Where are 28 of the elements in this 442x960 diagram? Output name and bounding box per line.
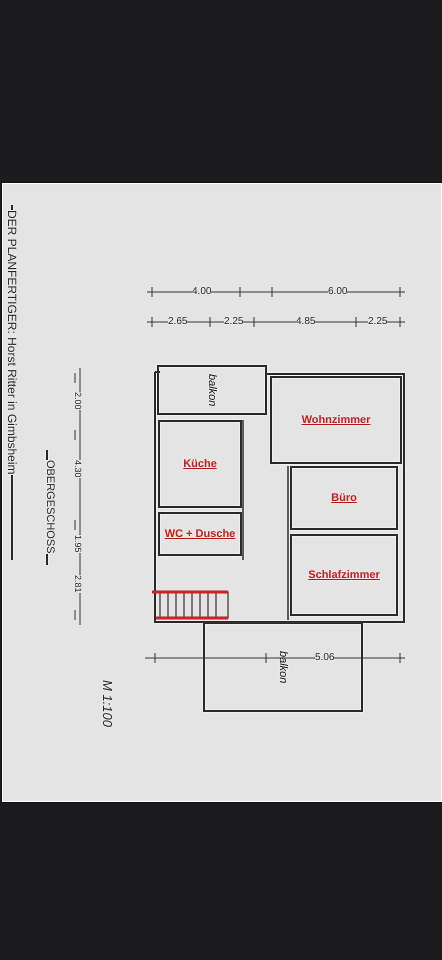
room-outline: [158, 512, 242, 556]
balcony-label: balkon: [277, 650, 289, 684]
dimension-label: 6.00: [328, 286, 348, 297]
scale-note: M 1:100: [100, 680, 115, 727]
dimension-label: 2.65: [168, 316, 188, 327]
dimension-label: 4.30: [73, 460, 83, 478]
room-label: Schlafzimmer: [308, 569, 380, 581]
dimension-label: 2.25: [368, 316, 388, 327]
room-label: Büro: [331, 492, 357, 504]
floor-title: OBERGESCHOSS: [44, 460, 56, 554]
room-outline: [270, 376, 402, 464]
dimension-label: 2.00: [73, 392, 83, 410]
planner-note: DER PLANFERTIGER: Horst Ritter in Gimbsheim: [5, 210, 19, 474]
balcony-outline: [203, 622, 363, 712]
dimension-label: 4.85: [296, 316, 316, 327]
balcony-outline: [157, 365, 267, 415]
balcony-label: balkon: [206, 374, 218, 406]
dimension-label: 1.95: [73, 535, 83, 553]
room-label: WC + Dusche: [164, 528, 236, 540]
room-label: Küche: [183, 458, 217, 470]
room-label: Wohnzimmer: [302, 414, 370, 426]
room-outline: [158, 420, 242, 508]
room-outline: [290, 466, 398, 530]
dimension-label: 5.06: [315, 652, 334, 663]
room-outline: [290, 534, 398, 616]
dimension-label: 2.81: [73, 575, 83, 593]
dimension-label: 2.25: [224, 316, 244, 327]
dimension-label: 4.00: [192, 286, 212, 297]
